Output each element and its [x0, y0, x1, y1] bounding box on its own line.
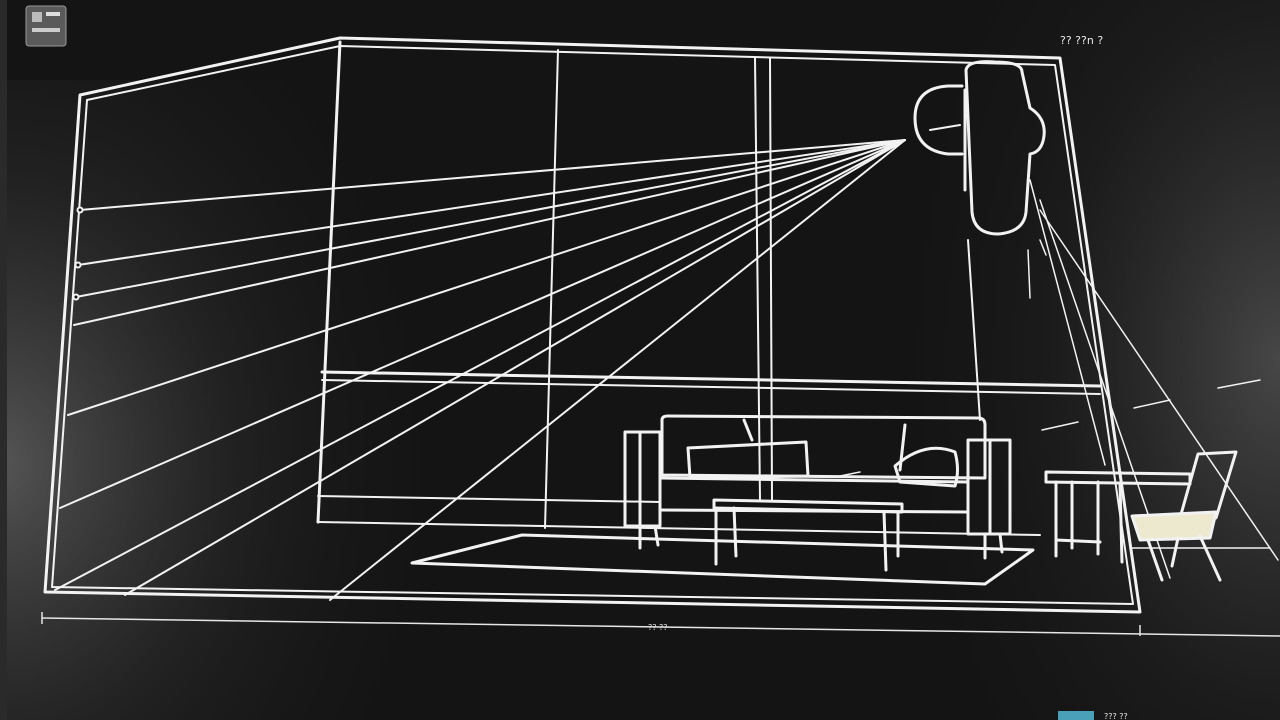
ray-endpoints	[72, 206, 84, 301]
wall-grid-line	[769, 57, 773, 501]
footer-label: ??? ??	[1104, 712, 1128, 720]
floor-rug	[410, 533, 1035, 586]
right-glow	[820, 0, 1280, 720]
footer-widget[interactable]: ??? ??	[1058, 711, 1128, 720]
light-drop-line	[967, 239, 981, 421]
dimension-line	[41, 612, 1280, 637]
wall-grid-line	[544, 49, 559, 529]
perspective-rays	[54, 124, 961, 601]
room-frame-inner	[51, 45, 1134, 605]
horizon-line	[321, 379, 1101, 395]
corner-annotation-label: ?? ??n ?	[1060, 34, 1103, 47]
horizon-line	[320, 370, 1102, 388]
dimension-label: ?? ??	[648, 623, 668, 632]
coffee-table	[712, 498, 904, 572]
floor-line	[317, 521, 1041, 536]
room-frame-outer	[43, 36, 1142, 614]
left-glow	[0, 80, 520, 720]
wall-grid-line	[754, 57, 761, 501]
wall-corner-line	[316, 40, 342, 524]
armchair	[1130, 450, 1238, 582]
baseboard-line	[317, 495, 661, 503]
app-toolbar-icon[interactable]	[25, 5, 67, 47]
ceiling-light-icon	[913, 60, 1046, 236]
